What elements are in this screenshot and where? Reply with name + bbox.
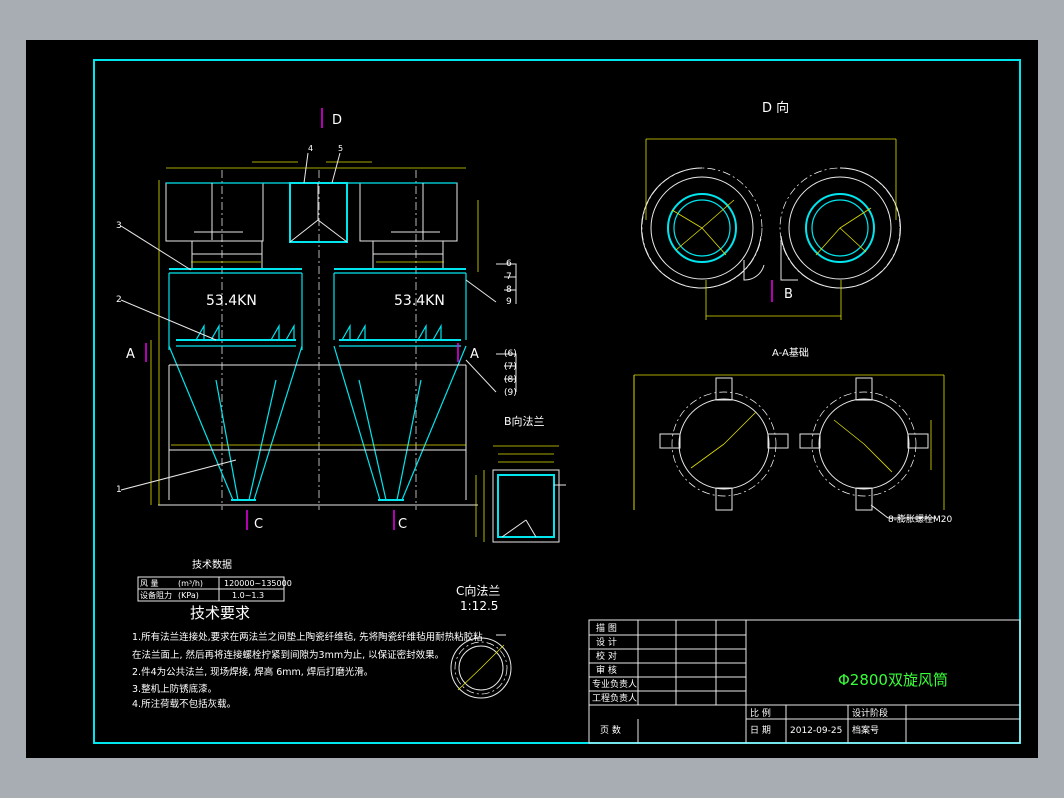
part-number-7-paren: (7) bbox=[504, 362, 517, 372]
tech-data-title: 技术数据 bbox=[192, 558, 232, 571]
load-left: 53.4KN bbox=[206, 293, 257, 309]
tech-data-row1-unit: (m³/h) bbox=[178, 579, 203, 588]
section-a-right-label: A bbox=[470, 347, 479, 362]
tech-req-line-1: 1.所有法兰连接处,要求在两法兰之间垫上陶瓷纤维毡, 先将陶瓷纤维毡用耐热粘胶粘 bbox=[132, 631, 483, 643]
tech-data-row2-name: 设备阻力 bbox=[140, 590, 172, 600]
load-right: 53.4KN bbox=[394, 293, 445, 309]
tech-data-row2-value: 1.0~1.3 bbox=[232, 591, 264, 600]
date-value: 2012-09-25 bbox=[790, 726, 842, 736]
tech-req-line-4: 3.整机上防锈底漆。 bbox=[132, 683, 217, 695]
title-role-7: 页 数 bbox=[600, 724, 621, 736]
d-view bbox=[641, 138, 901, 320]
cad-drawing: D A A C C 53.4KN 53.4KN 4 5 3 2 1 6 7 8 … bbox=[93, 59, 1021, 744]
tech-req-line-3: 2.件4为公共法兰, 现场焊接, 焊高 6mm, 焊后打磨光滑。 bbox=[132, 666, 373, 678]
tech-data-row2-unit: (KPa) bbox=[178, 591, 199, 600]
drawing-name: Φ2800双旋风筒 bbox=[838, 671, 948, 689]
section-c-right-label: C bbox=[398, 517, 407, 532]
part-number-4: 4 bbox=[308, 144, 313, 153]
tech-req-title: 技术要求 bbox=[190, 604, 250, 622]
title-block bbox=[588, 619, 1021, 744]
title-role-3: 校 对 bbox=[596, 650, 617, 662]
tech-req-line-5: 4.所注荷载不包括灰载。 bbox=[132, 698, 236, 710]
scale-label: 比 例 bbox=[750, 707, 771, 719]
title-role-2: 设 计 bbox=[596, 636, 617, 648]
section-a-left-label: A bbox=[126, 347, 135, 362]
inner-border bbox=[93, 59, 1021, 744]
tech-req-line-2: 在法兰面上, 然后再将连接螺栓拧紧到间隙为3mm为止, 以保证密封效果。 bbox=[132, 649, 444, 661]
stage-label: 设计阶段 bbox=[852, 707, 888, 719]
part-number-9-paren: (9) bbox=[504, 388, 517, 398]
title-role-5: 专业负责人 bbox=[592, 678, 637, 690]
front-elevation bbox=[120, 108, 517, 530]
b-flange-title: B向法兰 bbox=[504, 414, 545, 428]
part-number-6: 6 bbox=[506, 259, 512, 269]
d-view-title: D 向 bbox=[762, 100, 789, 116]
archive-label: 档案号 bbox=[852, 724, 879, 736]
part-number-6-paren: (6) bbox=[504, 349, 517, 359]
part-number-8-paren: (8) bbox=[504, 375, 517, 385]
title-role-6: 工程负责人 bbox=[592, 692, 637, 704]
aa-base-view bbox=[633, 374, 945, 519]
tech-data-row1-value: 120000~135000 bbox=[224, 579, 292, 588]
title-role-4: 审 核 bbox=[596, 664, 617, 676]
part-number-5: 5 bbox=[338, 144, 343, 153]
tech-data-table bbox=[137, 576, 285, 602]
section-c-left-label: C bbox=[254, 517, 263, 532]
part-number-3: 3 bbox=[116, 221, 122, 231]
date-label: 日 期 bbox=[750, 725, 771, 736]
title-role-1: 描 图 bbox=[596, 622, 617, 634]
part-number-8: 8 bbox=[506, 285, 512, 295]
part-number-7: 7 bbox=[506, 272, 512, 282]
anchor-bolt-note: 8-膨胀螺栓M20 bbox=[888, 513, 952, 525]
c-flange-scale: 1:12.5 bbox=[460, 599, 498, 613]
section-d-label: D bbox=[332, 113, 342, 128]
c-flange-view bbox=[450, 634, 512, 699]
part-number-9: 9 bbox=[506, 297, 512, 307]
part-number-1: 1 bbox=[116, 485, 122, 495]
aa-base-title: A-A基础 bbox=[772, 346, 809, 359]
section-b-label: B bbox=[784, 287, 793, 302]
b-flange-view bbox=[475, 445, 566, 543]
tech-data-row1-name: 风 量 bbox=[140, 579, 159, 588]
part-number-2: 2 bbox=[116, 295, 122, 305]
drawing-sheet: D A A C C 53.4KN 53.4KN 4 5 3 2 1 6 7 8 … bbox=[26, 40, 1038, 758]
c-flange-title: C向法兰 bbox=[456, 583, 500, 598]
